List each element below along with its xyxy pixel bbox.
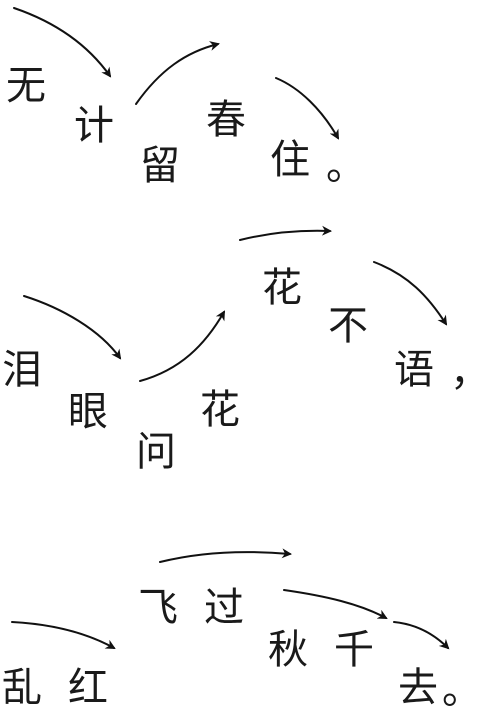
line3-char-5: 秋 <box>268 627 308 673</box>
line3-char-1: 乱 <box>2 665 42 711</box>
line2-char-6: 不 <box>328 303 368 349</box>
line1-char-4: 春 <box>206 97 246 143</box>
arrow-2-3 <box>239 225 332 241</box>
line2-char-2: 眼 <box>68 389 108 435</box>
arrow-1-3 <box>275 77 339 140</box>
arrow-2-2 <box>139 310 225 382</box>
arrow-3-3 <box>283 589 388 619</box>
line2-char-7: 语 <box>394 347 434 393</box>
line3-char-8: 。 <box>442 667 480 713</box>
line2-char-4: 花 <box>200 387 240 433</box>
arrow-2-4 <box>373 261 448 326</box>
arrow-1-2 <box>135 41 220 105</box>
arrow-3-4 <box>393 621 450 650</box>
line3-char-2: 红 <box>68 665 108 711</box>
line1-char-6: 。 <box>326 143 366 189</box>
arrow-3-2 <box>159 548 292 563</box>
line3-char-4: 过 <box>204 585 244 631</box>
line3-char-3: 飞 <box>138 585 178 631</box>
line1-char-3: 留 <box>140 143 180 189</box>
line1-char-1: 无 <box>6 63 46 109</box>
line2-char-1: 泪 <box>2 347 42 393</box>
line2-char-3: 问 <box>136 429 176 475</box>
line3-char-7: 去 <box>398 665 438 711</box>
line2-char-5: 花 <box>262 265 302 311</box>
arrow-1-1 <box>13 7 112 78</box>
line2-char-8: ， <box>448 352 480 392</box>
line1-char-5: 住 <box>270 137 310 183</box>
arrow-2-1 <box>23 295 122 360</box>
line3-char-6: 千 <box>334 627 374 673</box>
arrow-3-1 <box>11 621 116 649</box>
line1-char-2: 计 <box>74 103 114 149</box>
